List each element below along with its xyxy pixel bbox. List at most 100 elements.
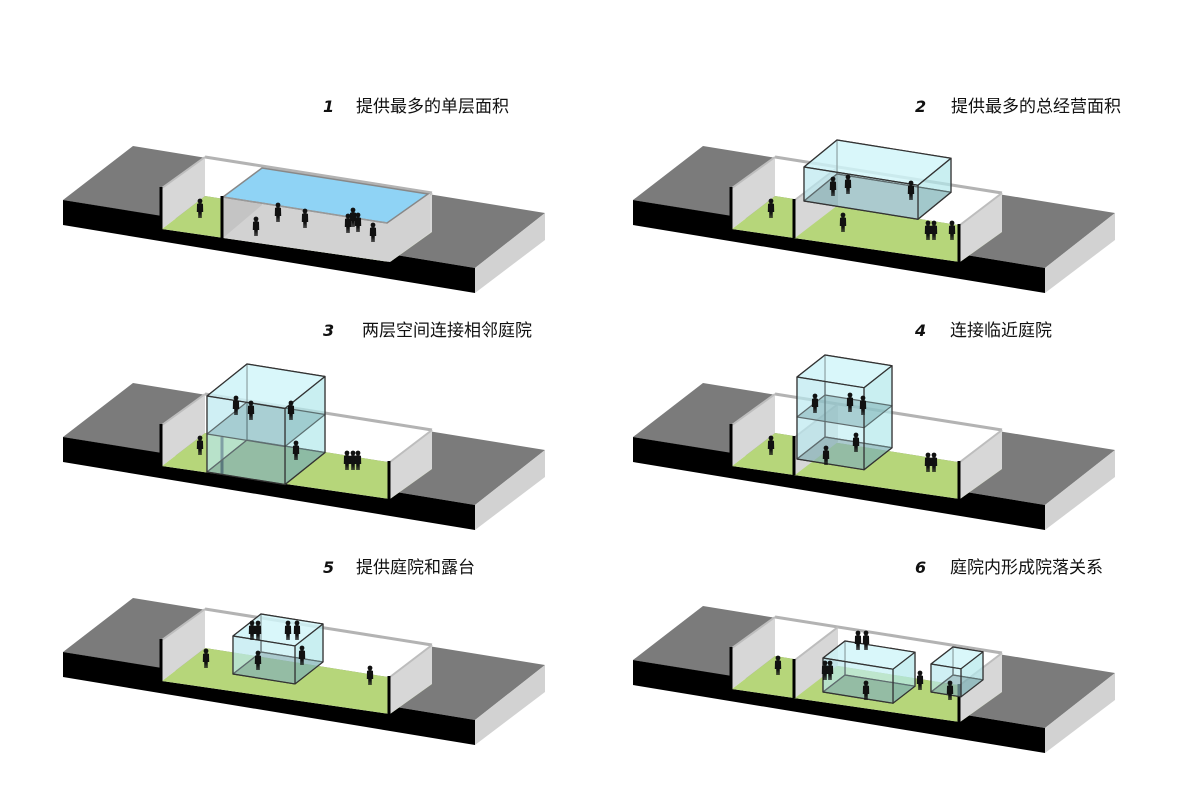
person-silhouette — [349, 207, 357, 227]
person-body — [767, 440, 775, 455]
left-wall — [732, 617, 775, 689]
left-wall-top-edge — [731, 156, 776, 189]
panel-3: 3 两层空间连接相邻庭院 — [63, 321, 545, 530]
person-head — [823, 445, 829, 451]
panel-title: 庭院内形成院落关系 — [950, 558, 1103, 578]
person-body — [196, 203, 204, 218]
right-wall — [390, 645, 432, 714]
glass-box — [930, 646, 984, 698]
middle-wall — [795, 627, 838, 698]
panel-6: 6 庭院内形成院落关系 — [633, 558, 1115, 753]
person-body — [232, 400, 240, 415]
right-wall — [390, 430, 432, 499]
left-wall — [162, 157, 205, 229]
slab-side-face — [475, 665, 545, 745]
slab-side-face — [475, 213, 545, 293]
slab-front-section — [63, 437, 475, 530]
left-wall — [162, 394, 205, 466]
person-head — [197, 198, 203, 204]
person-body — [196, 440, 204, 455]
person-head — [947, 680, 953, 686]
back-wall-top-edge — [204, 155, 433, 195]
person-silhouette — [354, 212, 362, 232]
person-silhouette — [293, 620, 301, 640]
person-silhouette — [369, 222, 377, 242]
person-body — [202, 653, 210, 668]
person-head — [248, 400, 254, 406]
person-head — [925, 220, 931, 226]
middle-wall-top-edge — [794, 626, 839, 661]
person-silhouette — [767, 435, 775, 455]
person-silhouette — [274, 202, 282, 222]
person-head — [249, 620, 255, 626]
person-head — [768, 435, 774, 441]
person-head — [355, 212, 361, 218]
slab-side-face — [1045, 450, 1115, 530]
slab-front-section — [633, 660, 1045, 753]
glass-front-face — [930, 663, 962, 698]
person-head — [812, 393, 818, 399]
person-body — [767, 203, 775, 218]
person-silhouette — [930, 220, 938, 240]
person-body — [354, 217, 362, 232]
person-head — [827, 660, 833, 666]
person-head — [233, 395, 239, 401]
person-body — [946, 685, 954, 700]
panel-number: 2 — [915, 97, 926, 116]
person-head — [931, 452, 937, 458]
person-body — [862, 685, 870, 700]
person-head — [288, 400, 294, 406]
slab-front-section — [63, 652, 475, 745]
person-silhouette — [301, 208, 309, 228]
right-wall-top-edge — [389, 429, 433, 463]
person-silhouette — [859, 395, 867, 415]
person-silhouette — [232, 395, 240, 415]
person-head — [293, 440, 299, 446]
person-silhouette — [292, 440, 300, 460]
panel-model — [633, 139, 1115, 293]
person-head — [350, 207, 356, 213]
left-wall-top-edge — [161, 393, 206, 426]
person-silhouette — [343, 450, 351, 470]
panel-title: 连接临近庭院 — [950, 321, 1052, 341]
left-wall-top-edge — [161, 608, 206, 641]
person-head — [350, 450, 356, 456]
person-head — [345, 213, 351, 219]
panel-title: 提供最多的单层面积 — [356, 97, 509, 117]
person-body — [852, 437, 860, 452]
glass-box — [796, 354, 893, 471]
panel-model — [633, 354, 1115, 530]
slab-front-section — [633, 200, 1045, 293]
slab-front-section — [63, 200, 475, 293]
person-silhouette — [916, 670, 924, 690]
person-body — [366, 670, 374, 685]
right-wall — [960, 193, 1002, 262]
person-head — [299, 645, 305, 651]
person-silhouette — [948, 220, 956, 240]
person-body — [247, 405, 255, 420]
glass-box — [206, 363, 326, 486]
person-body — [301, 213, 309, 228]
person-silhouette — [946, 680, 954, 700]
person-silhouette — [298, 645, 306, 665]
panel-5: 5 提供庭院和露台 — [63, 558, 545, 745]
person-body — [924, 225, 932, 240]
person-body — [930, 457, 938, 472]
person-head — [775, 655, 781, 661]
person-head — [917, 670, 923, 676]
panel-number: 1 — [323, 97, 334, 116]
panel-2: 2 提供最多的总经营面积 — [633, 97, 1121, 293]
person-head — [863, 680, 869, 686]
person-head — [302, 208, 308, 214]
slab-side-face — [475, 450, 545, 530]
person-silhouette — [196, 198, 204, 218]
person-body — [344, 218, 352, 233]
person-head — [203, 648, 209, 654]
person-head — [275, 202, 281, 208]
person-body — [287, 405, 295, 420]
person-head — [847, 392, 853, 398]
panel-model — [63, 146, 545, 293]
left-wall — [162, 609, 205, 681]
person-silhouette — [354, 450, 362, 470]
